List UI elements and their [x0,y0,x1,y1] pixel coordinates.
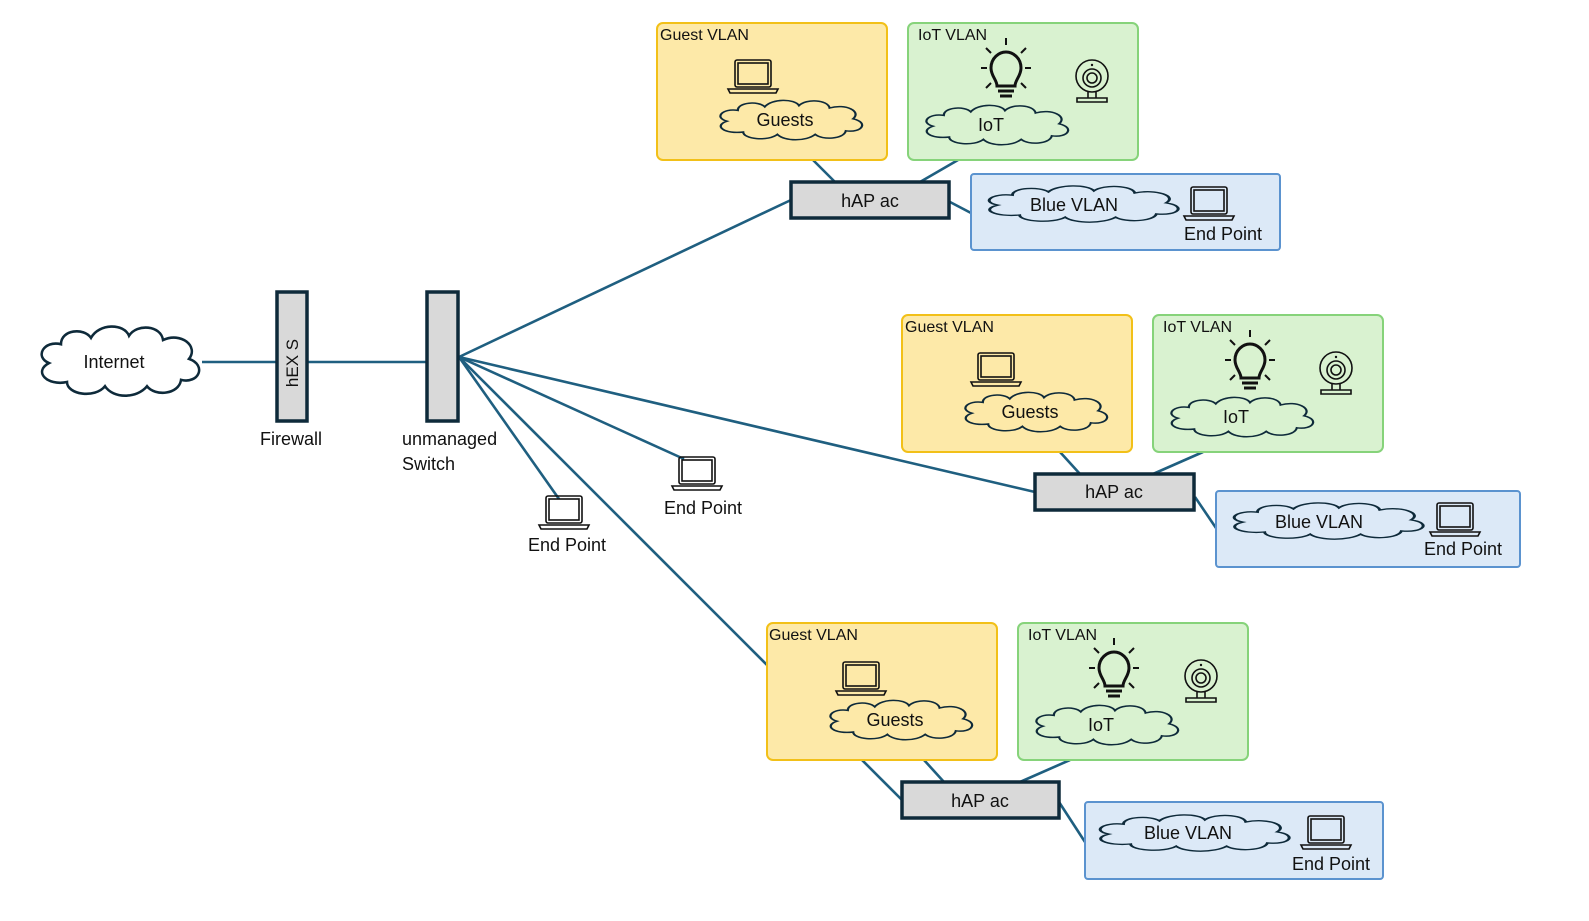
ap-group-2: Guest VLAN Guests IoT VLAN IoT hAP ac Bl… [901,314,1521,568]
iot-vlan-title: IoT VLAN [918,27,987,44]
switch-device [425,290,460,423]
endpoint-right-label: End Point [664,498,742,518]
iot-cloud-label: IoT [978,115,1004,135]
link-switch-endpoint-right [458,355,685,461]
link-ap1-guest [812,159,836,183]
link-ap2-blue [1193,496,1218,529]
guest-vlan-title: Guest VLAN [905,319,994,336]
endpoint-right: End Point [664,456,742,518]
link-ap3-iot [1019,758,1071,784]
hap-ac-device [1033,472,1196,512]
iot-cloud-label: IoT [1223,407,1249,427]
firewall-device [275,290,309,423]
guest-vlan-title: Guest VLAN [769,627,858,644]
internet-label: Internet [83,352,144,372]
link-ap1-blue [949,200,972,215]
link-switch-ap2 [458,355,1036,494]
guests-cloud-label: Guests [1001,402,1058,422]
hap-ac-device [900,780,1061,820]
endpoint-left: End Point [528,495,606,555]
link-ap3-blue [1057,801,1087,843]
hap-ac-label: hAP ac [841,191,899,211]
switch-caption-line2: Switch [402,454,455,474]
link-switch-endpoint-left [457,356,561,500]
switch-caption-line1: unmanaged [402,429,497,449]
guests-cloud-label: Guests [866,710,923,730]
blue-endpoint-label: End Point [1424,539,1502,559]
link-ap2-guest [1059,451,1081,475]
link-ap3-guest [923,759,945,783]
guests-cloud-label: Guests [756,110,813,130]
ap-group-3: Guest VLAN Guests IoT VLAN IoT hAP ac Bl… [766,622,1384,880]
iot-vlan-title: IoT VLAN [1163,319,1232,336]
connections [202,158,1218,843]
link-switch-ap1 [458,198,792,359]
hap-ac-label: hAP ac [1085,482,1143,502]
endpoint-left-label: End Point [528,535,606,555]
blue-endpoint-label: End Point [1184,224,1262,244]
blue-vlan-label: Blue VLAN [1144,823,1232,843]
link-ap2-iot [1152,450,1204,476]
link-ap1-iot [919,158,959,184]
iot-cloud-label: IoT [1088,715,1114,735]
blue-endpoint-label: End Point [1292,854,1370,874]
blue-vlan-label: Blue VLAN [1030,195,1118,215]
hap-ac-label: hAP ac [951,791,1009,811]
firewall-caption: Firewall [260,429,322,449]
iot-vlan-title: IoT VLAN [1028,627,1097,644]
blue-vlan-label: Blue VLAN [1275,512,1363,532]
guest-vlan-title: Guest VLAN [660,27,749,44]
firewall-device-label: hEX S [283,339,302,387]
hap-ac-device [789,180,951,220]
ap-group-1: Guest VLAN Guests IoT VLAN IoT hAP ac Bl… [656,22,1281,251]
laptop-icon [671,456,723,491]
laptop-icon [538,495,590,530]
